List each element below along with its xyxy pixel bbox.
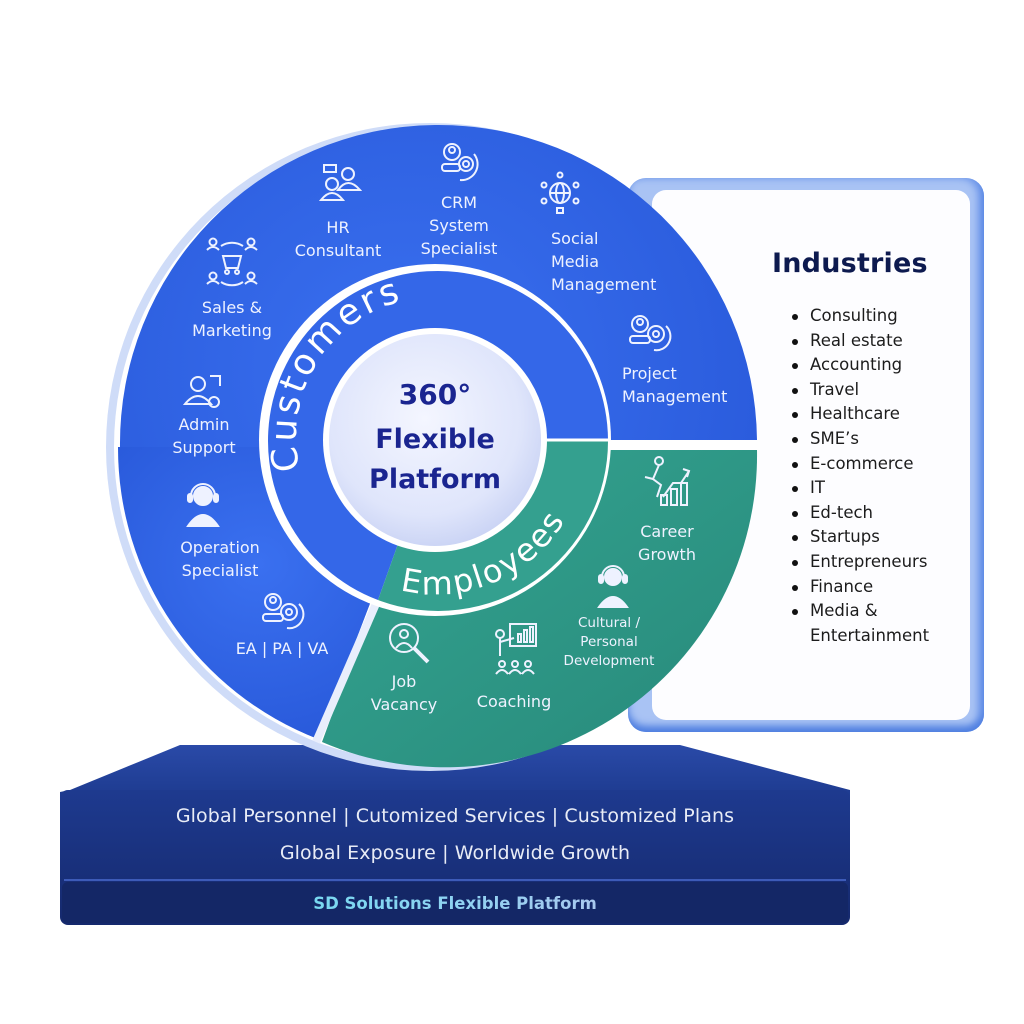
center-title-360: 360° [398, 378, 472, 411]
base-features-line1: Global Personnel | Cutomized Services | … [175, 805, 735, 827]
globe-network-icon [540, 171, 580, 214]
industry-item: Ed-tech [788, 501, 929, 526]
shopping-cart-cycle-icon [206, 237, 258, 287]
base-features-line2: Global Exposure | Worldwide Growth [279, 842, 631, 864]
job-search-icon [389, 623, 430, 664]
headset-person-icon [597, 565, 629, 608]
service-coaching: Coaching [476, 692, 552, 711]
industry-item: Entrepreneurs [788, 550, 929, 575]
career-growth-icon [644, 456, 691, 506]
coaching-presentation-icon [495, 623, 537, 675]
assistant-gear-icon [262, 593, 305, 630]
admin-user-gear-icon [182, 375, 221, 408]
hr-consultant-icon [318, 164, 363, 201]
industry-item-continued: Entertainment [810, 625, 930, 645]
center-disc [329, 334, 541, 546]
service-ea-pa-va: EA | PA | VA [235, 639, 329, 658]
industry-item: Travel [788, 378, 929, 403]
center-title-flexible: Flexible [375, 424, 495, 455]
service-sales-marketing: Sales &Marketing [192, 298, 272, 340]
industry-item: SME’s [788, 427, 929, 452]
industry-item: Consulting [788, 304, 929, 329]
industry-item: E-commerce [788, 452, 929, 477]
industry-item: Accounting [788, 353, 929, 378]
industries-list: Consulting Real estate Accounting Travel… [788, 304, 929, 648]
brand-name: SD Solutions Flexible Platform [60, 894, 850, 913]
center-title-platform: Platform [369, 464, 501, 495]
crm-gear-icon [441, 143, 479, 182]
industry-item: Healthcare [788, 402, 929, 427]
industry-item: IT [788, 476, 929, 501]
industries-title: Industries [772, 248, 928, 279]
industry-item: Finance [788, 575, 929, 600]
industry-item: Startups [788, 525, 929, 550]
industry-item: Real estate [788, 329, 929, 354]
project-gear-icon [629, 315, 672, 352]
industry-item: Media & [788, 599, 929, 624]
headset-operator-icon [186, 483, 220, 527]
